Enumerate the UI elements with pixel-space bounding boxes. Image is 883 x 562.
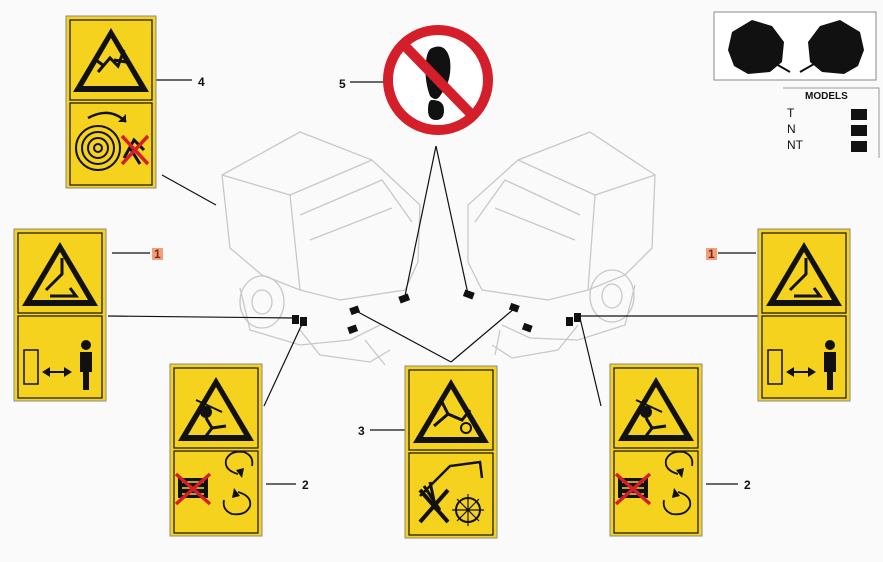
decal-1-left-crush-hazard (13, 228, 107, 402)
callout-2-left: 2 (302, 478, 309, 492)
baler-outline-left (221, 131, 421, 366)
models-title: MODELS (805, 91, 848, 102)
decal-1-right-crush-hazard (757, 228, 851, 402)
callout-5: 5 (339, 77, 346, 91)
model-n-label: N (787, 122, 796, 136)
callout-4: 4 (198, 75, 205, 89)
baler-outline-right (467, 131, 656, 359)
model-nt-swatch (851, 141, 867, 152)
callout-3: 3 (358, 424, 365, 438)
decal-2-right-roller-hazard (609, 363, 703, 537)
model-t-swatch (851, 109, 867, 120)
models-legend-frame (783, 87, 880, 158)
decal-5-no-step-icon (383, 25, 493, 135)
model-n-swatch (851, 125, 867, 136)
model-nt-label: NT (787, 138, 803, 152)
decal-3-pickup-hazard (404, 365, 498, 539)
decal-markers (292, 289, 581, 335)
callout-1-right: 1 (706, 247, 717, 261)
decal-4-rotating-bale (65, 15, 157, 189)
model-t-label: T (787, 106, 795, 120)
models-legend: MODELS T N NT (783, 88, 879, 158)
callout-2-right: 2 (744, 478, 751, 492)
decal-2-left-roller-hazard (169, 363, 263, 537)
model-thumbnail (713, 11, 877, 81)
callout-1-left: 1 (152, 247, 163, 261)
leader-lines (107, 79, 758, 485)
